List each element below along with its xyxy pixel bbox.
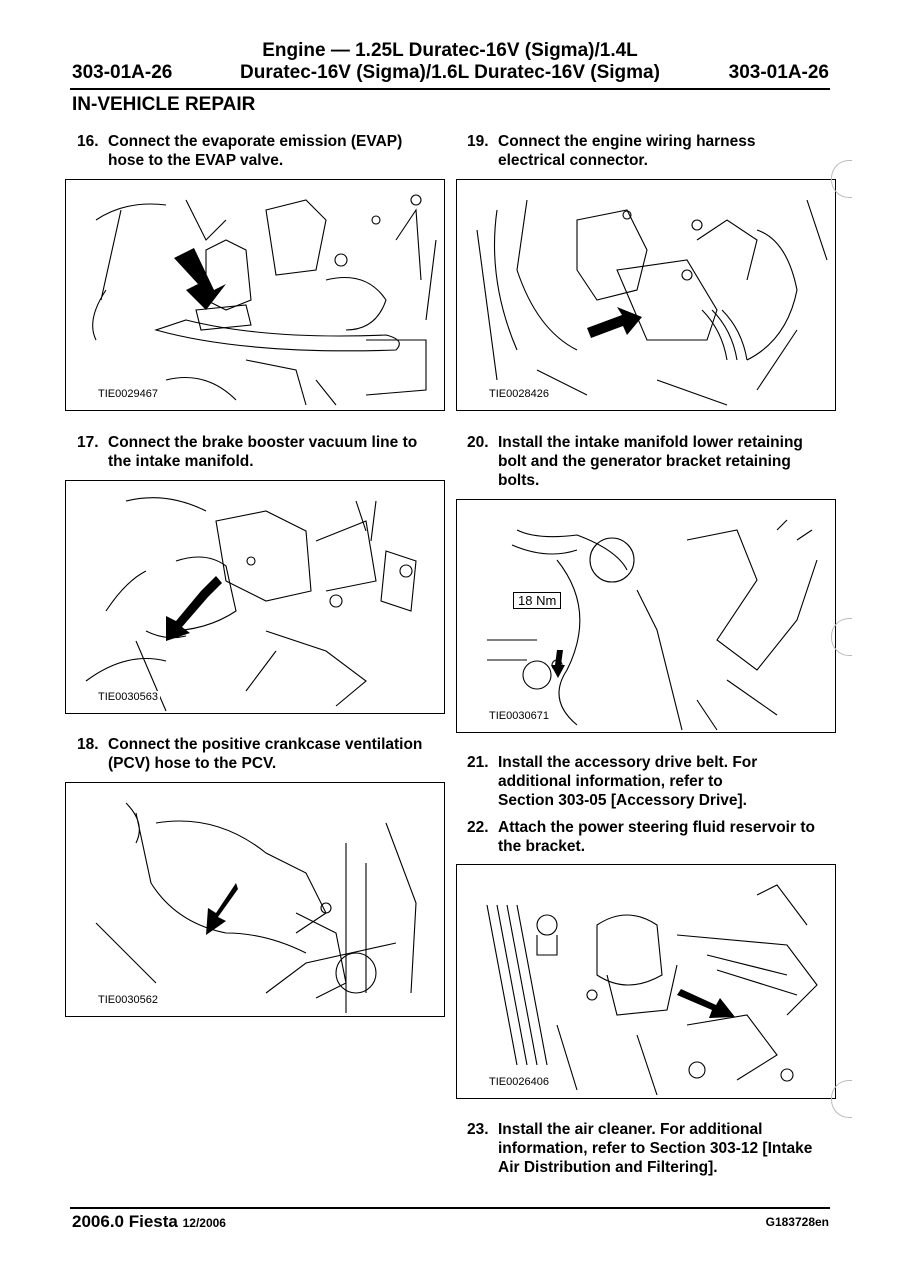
step-number: 23.: [467, 1121, 489, 1138]
figure-ps-reservoir: TIE0026406: [456, 864, 836, 1099]
header-title-line1: Engine — 1.25L Duratec-16V (Sigma)/1.4L: [262, 40, 638, 61]
step-number: 21.: [467, 754, 489, 771]
step-18: 18. Connect the positive crankcase venti…: [77, 735, 457, 775]
step-number: 19.: [467, 133, 489, 150]
step-number: 17.: [77, 434, 99, 451]
footer-doc-id: G183728en: [765, 1215, 829, 1229]
step-text-line: Air Distribution and Filtering].: [498, 1159, 718, 1176]
step-text-line: Install the air cleaner. For additional: [498, 1121, 763, 1138]
header-code-right: 303-01A-26: [728, 62, 829, 83]
footer-model: 2006.0 Fiesta 12/2006: [72, 1212, 226, 1232]
figure-id: TIE0026406: [487, 1076, 551, 1088]
footer-rule: [70, 1207, 830, 1209]
step-23: 23. Install the air cleaner. For additio…: [467, 1120, 847, 1180]
engine-illustration: [486, 884, 818, 1096]
engine-illustration: [487, 519, 818, 731]
step-19: 19. Connect the engine wiring harness el…: [467, 132, 847, 172]
step-text-line: bolt and the generator bracket retaining: [498, 453, 791, 470]
step-text-line: electrical connector.: [498, 152, 648, 169]
figure-id: TIE0029467: [96, 388, 160, 400]
step-text-line: Connect the evaporate emission (EVAP): [108, 133, 403, 150]
step-16: 16. Connect the evaporate emission (EVAP…: [77, 132, 457, 172]
step-text-line: Connect the positive crankcase ventilati…: [108, 736, 423, 753]
figure-id: TIE0030562: [96, 994, 160, 1006]
step-number: 20.: [467, 434, 489, 451]
engine-illustration: [92, 194, 437, 406]
engine-illustration: [95, 802, 417, 1013]
step-text-line: Install the accessory drive belt. For: [498, 754, 758, 771]
engine-illustration: [85, 497, 417, 712]
footer-date: 12/2006: [182, 1216, 226, 1230]
header-title: Engine — 1.25L Duratec-16V (Sigma)/1.4L …: [200, 40, 700, 84]
step-number: 18.: [77, 736, 99, 753]
figure-evap-hose: TIE0029467: [65, 179, 445, 411]
step-text-line: Attach the power steering fluid reservoi…: [498, 819, 815, 836]
footer-model-name: 2006.0 Fiesta: [72, 1212, 178, 1231]
header-rule: [70, 88, 830, 90]
figure-pcv-hose: TIE0030562: [65, 782, 445, 1017]
step-text-line: Connect the engine wiring harness: [498, 133, 756, 150]
step-text-line: bolts.: [498, 472, 540, 489]
step-number: 16.: [77, 133, 99, 150]
figure-brake-booster: TIE0030563: [65, 480, 445, 714]
step-text-line: additional information, refer to: [498, 773, 723, 790]
step-text-line: Install the intake manifold lower retain…: [498, 434, 803, 451]
step-text-line: hose to the EVAP valve.: [108, 152, 284, 169]
figure-id: TIE0030563: [96, 691, 160, 703]
step-text-line: (PCV) hose to the PCV.: [108, 755, 277, 772]
step-text-line: the intake manifold.: [108, 453, 254, 470]
step-number: 22.: [467, 819, 489, 836]
step-text-line: Connect the brake booster vacuum line to: [108, 434, 418, 451]
figure-intake-bolts: 18 Nm TIE0030671: [456, 499, 836, 733]
step-text-line: Section 303-05 [Accessory Drive].: [498, 792, 747, 809]
section-title: IN-VEHICLE REPAIR: [72, 94, 256, 115]
step-text-line: information, refer to Section 303-12 [In…: [498, 1140, 813, 1157]
header-title-line2: Duratec-16V (Sigma)/1.6L Duratec-16V (Si…: [240, 62, 660, 83]
step-21: 21. Install the accessory drive belt. Fo…: [467, 753, 847, 813]
step-22: 22. Attach the power steering fluid rese…: [467, 818, 847, 858]
step-text-line: the bracket.: [498, 838, 586, 855]
engine-illustration: [476, 199, 828, 406]
step-20: 20. Install the intake manifold lower re…: [467, 433, 847, 493]
binder-punch-mark: [831, 1080, 852, 1118]
figure-id: TIE0030671: [487, 710, 551, 722]
header-code-left: 303-01A-26: [72, 62, 173, 83]
figure-id: TIE0028426: [487, 388, 551, 400]
figure-wiring-harness: TIE0028426: [456, 179, 836, 411]
step-17: 17. Connect the brake booster vacuum lin…: [77, 433, 457, 473]
torque-spec-label: 18 Nm: [513, 592, 562, 609]
